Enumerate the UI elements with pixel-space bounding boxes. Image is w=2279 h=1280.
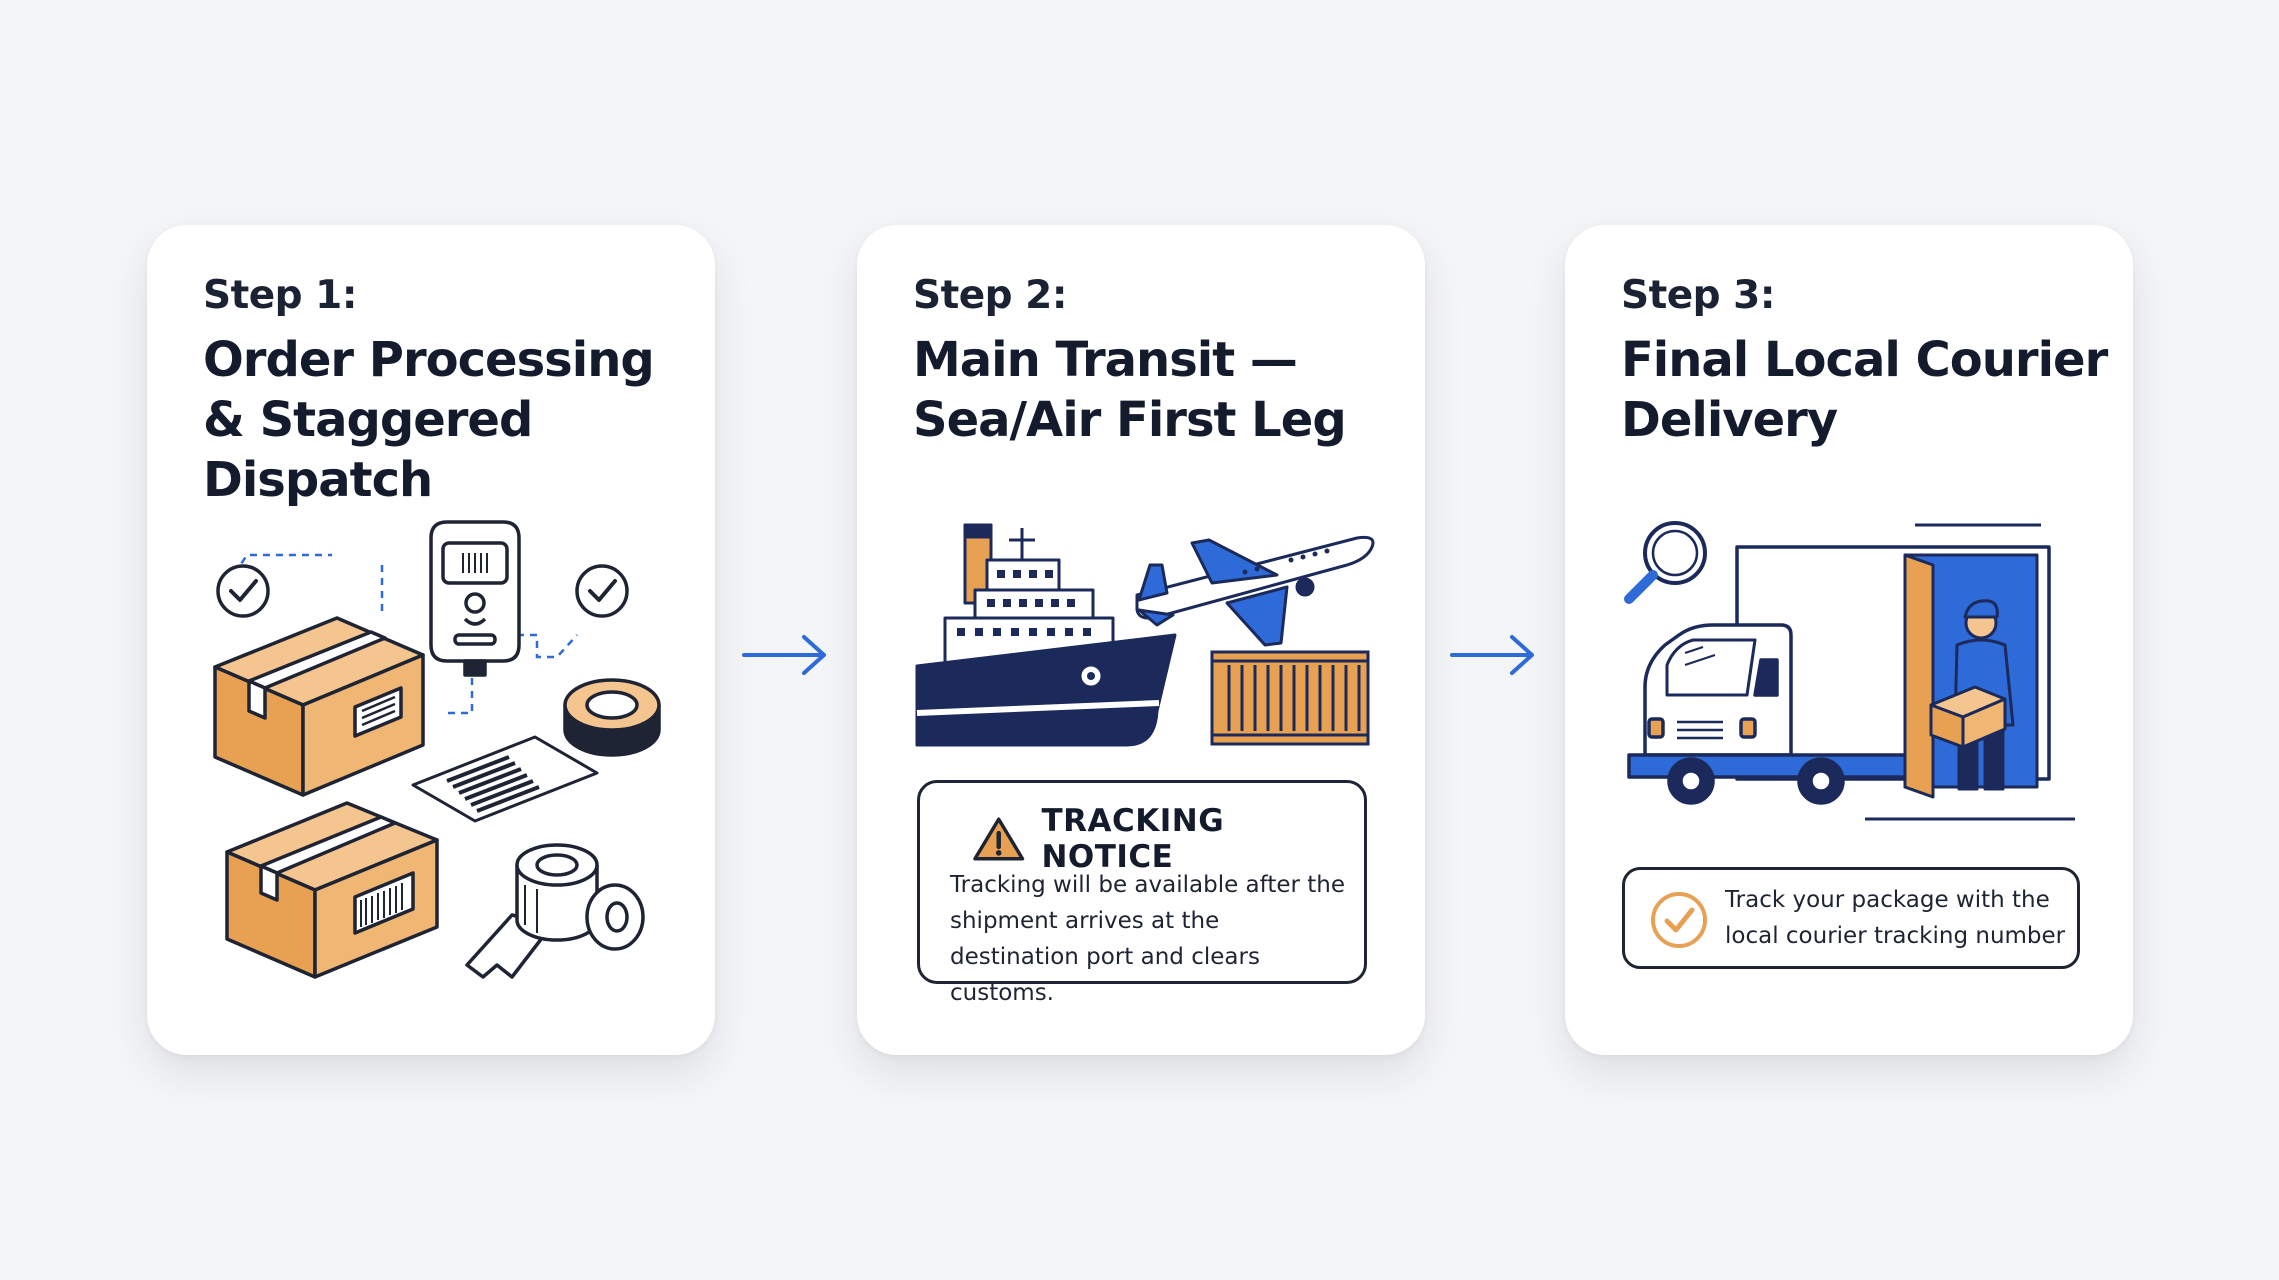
step-label: Step 1: xyxy=(203,273,357,318)
tracking-notice-text: Tracking will be available after the shi… xyxy=(950,872,1346,1006)
courier-icon xyxy=(1903,553,2039,799)
step-label: Step 2: xyxy=(913,273,1067,318)
dispatch-illustration xyxy=(213,520,661,979)
step-title: Main Transit — Sea/Air First Leg xyxy=(913,332,1347,448)
step-label: Step 3: xyxy=(1621,273,1775,318)
container-icon xyxy=(1210,650,1370,746)
step-1-card: Step 1: Order Processing & Staggered Dis… xyxy=(147,225,715,1055)
tape-roll-icon xyxy=(563,678,661,757)
check-circle-icon xyxy=(216,564,270,618)
ship-icon xyxy=(915,523,1177,747)
step-title: Final Local Courier Delivery xyxy=(1621,332,2108,448)
magnifier-icon xyxy=(1624,521,1707,604)
step-title: Order Processing & Staggered Dispatch xyxy=(203,332,655,508)
arrow-right-icon xyxy=(1450,635,1534,675)
delivery-illustration xyxy=(1624,521,2075,821)
track-package-box: Track your package with the local courie… xyxy=(1622,867,2080,969)
tape-roll-icon xyxy=(465,843,645,979)
scanner-icon xyxy=(429,520,521,677)
step-2-card: Step 2: Main Transit — Sea/Air First Leg xyxy=(857,225,1425,1055)
barcode-label-icon xyxy=(411,735,599,823)
transit-illustration xyxy=(915,523,1375,747)
arrow-right-icon xyxy=(742,635,826,675)
tracking-notice-header: TRACKING NOTICE xyxy=(972,803,1364,875)
step-3-card: Step 3: Final Local Courier Delivery xyxy=(1565,225,2133,1055)
track-package-text: Track your package with the local courie… xyxy=(1725,887,2066,949)
check-circle-icon xyxy=(575,564,629,618)
tracking-notice-title: TRACKING NOTICE xyxy=(1041,803,1225,875)
box-icon xyxy=(225,801,439,979)
airplane-icon xyxy=(1135,535,1375,647)
check-circle-icon xyxy=(1651,892,1707,948)
warning-icon xyxy=(973,817,1025,861)
tracking-notice: TRACKING NOTICE Tracking will be availab… xyxy=(917,780,1367,1006)
box-icon xyxy=(213,616,425,797)
